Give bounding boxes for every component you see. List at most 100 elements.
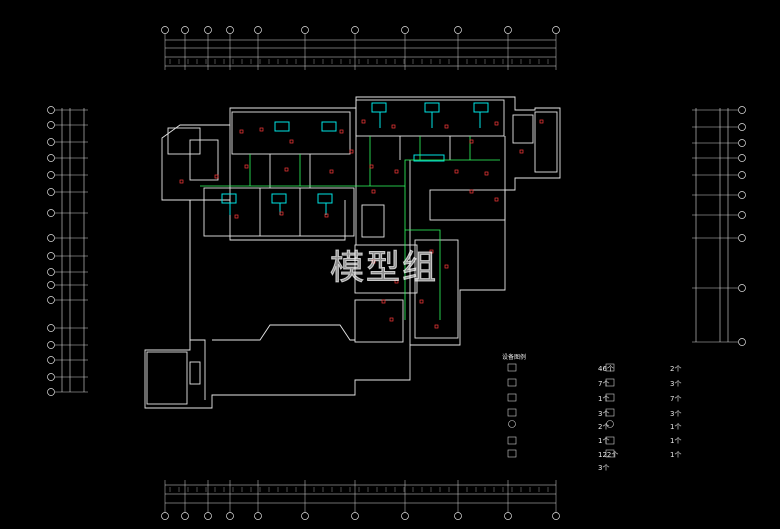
axis-bubble bbox=[47, 281, 55, 289]
left-axis-markers bbox=[47, 106, 88, 396]
axis-bubble bbox=[738, 106, 746, 114]
legend-count: 1个 bbox=[670, 451, 682, 459]
axis-bubble bbox=[552, 512, 560, 520]
device-symbol bbox=[444, 124, 449, 129]
axis-bubble bbox=[47, 388, 55, 396]
axis-bubble bbox=[47, 356, 55, 364]
device-symbol bbox=[469, 139, 474, 144]
legend-count: 1个 bbox=[598, 437, 610, 445]
device-symbol bbox=[239, 129, 244, 134]
axis-bubble bbox=[47, 341, 55, 349]
device-symbol bbox=[394, 279, 399, 284]
axis-bubble bbox=[254, 26, 262, 34]
device-symbol bbox=[244, 164, 249, 169]
axis-bubble bbox=[47, 252, 55, 260]
device-symbol bbox=[371, 189, 376, 194]
axis-bubble bbox=[47, 268, 55, 276]
axis-bubble bbox=[504, 26, 512, 34]
device-symbol bbox=[289, 139, 294, 144]
axis-bubble bbox=[254, 512, 262, 520]
device-symbol bbox=[369, 164, 374, 169]
axis-bubble bbox=[738, 154, 746, 162]
axis-bubble bbox=[204, 26, 212, 34]
axis-bubble bbox=[47, 138, 55, 146]
axis-bubble bbox=[47, 324, 55, 332]
device-symbol bbox=[519, 149, 524, 154]
top-axis-markers bbox=[161, 26, 560, 70]
axis-bubble bbox=[226, 26, 234, 34]
equipment-legend: 设备图例 46个 7个 1个 3个 2个 1个 122个 3个 2个 3个 7个… bbox=[502, 352, 692, 472]
axis-bubble bbox=[47, 373, 55, 381]
legend-count: 7个 bbox=[670, 395, 682, 403]
device-symbol bbox=[234, 214, 239, 219]
device-symbol bbox=[214, 174, 219, 179]
legend-count: 3个 bbox=[670, 380, 682, 388]
axis-bubble bbox=[738, 123, 746, 131]
device-symbol bbox=[259, 127, 264, 132]
axis-bubble bbox=[351, 26, 359, 34]
axis-bubble bbox=[401, 26, 409, 34]
axis-bubble bbox=[47, 121, 55, 129]
legend-count: 1个 bbox=[670, 423, 682, 431]
axis-bubble bbox=[47, 171, 55, 179]
device-symbol bbox=[484, 171, 489, 176]
device-symbol bbox=[429, 249, 434, 254]
axis-bubble bbox=[738, 234, 746, 242]
axis-bubble bbox=[181, 512, 189, 520]
device-symbol bbox=[324, 213, 329, 218]
axis-bubble bbox=[301, 26, 309, 34]
device-symbol bbox=[329, 169, 334, 174]
device-symbol bbox=[419, 299, 424, 304]
axis-bubble bbox=[738, 191, 746, 199]
legend-count: 1个 bbox=[670, 437, 682, 445]
device-symbol bbox=[349, 149, 354, 154]
watermark-text: 模型组 bbox=[330, 248, 438, 289]
legend-count: 2个 bbox=[670, 365, 682, 373]
legend-box bbox=[507, 363, 615, 458]
device-symbol bbox=[391, 124, 396, 129]
device-symbol bbox=[494, 197, 499, 202]
axis-bubble bbox=[738, 284, 746, 292]
axis-bubble bbox=[454, 26, 462, 34]
axis-bubble bbox=[161, 26, 169, 34]
device-symbol bbox=[394, 169, 399, 174]
device-symbol bbox=[469, 189, 474, 194]
axis-bubble bbox=[47, 106, 55, 114]
axis-bubble bbox=[47, 188, 55, 196]
legend-count: 3个 bbox=[598, 464, 610, 472]
device-symbol bbox=[371, 259, 376, 264]
axis-bubble bbox=[47, 209, 55, 217]
legend-count: 122个 bbox=[598, 451, 619, 459]
axis-bubble bbox=[454, 512, 462, 520]
legend-count: 1个 bbox=[598, 395, 610, 403]
axis-bubble bbox=[181, 26, 189, 34]
bottom-axis-markers bbox=[161, 480, 560, 520]
axis-bubble bbox=[504, 512, 512, 520]
right-dimension-strip bbox=[695, 108, 729, 342]
axis-bubble bbox=[351, 512, 359, 520]
axis-bubble bbox=[301, 512, 309, 520]
device-symbol bbox=[494, 121, 499, 126]
axis-bubble bbox=[738, 338, 746, 346]
legend-title: 设备图例 bbox=[502, 354, 527, 361]
legend-count: 3个 bbox=[598, 410, 610, 418]
legend-count: 7个 bbox=[598, 380, 610, 388]
device-symbol bbox=[339, 129, 344, 134]
device-symbol bbox=[539, 119, 544, 124]
axis-bubble bbox=[552, 26, 560, 34]
hvac-units bbox=[221, 102, 489, 215]
axis-bubble bbox=[738, 171, 746, 179]
conduit-routes bbox=[200, 136, 500, 320]
device-symbol bbox=[179, 179, 184, 184]
axis-bubble bbox=[47, 234, 55, 242]
building-walls bbox=[144, 96, 561, 409]
left-dimension-strip bbox=[61, 108, 85, 392]
axis-bubble bbox=[204, 512, 212, 520]
axis-bubble bbox=[47, 154, 55, 162]
axis-bubble bbox=[47, 296, 55, 304]
electrical-devices bbox=[179, 119, 544, 329]
legend-count: 3个 bbox=[670, 410, 682, 418]
device-symbol bbox=[444, 264, 449, 269]
axis-bubble bbox=[161, 512, 169, 520]
